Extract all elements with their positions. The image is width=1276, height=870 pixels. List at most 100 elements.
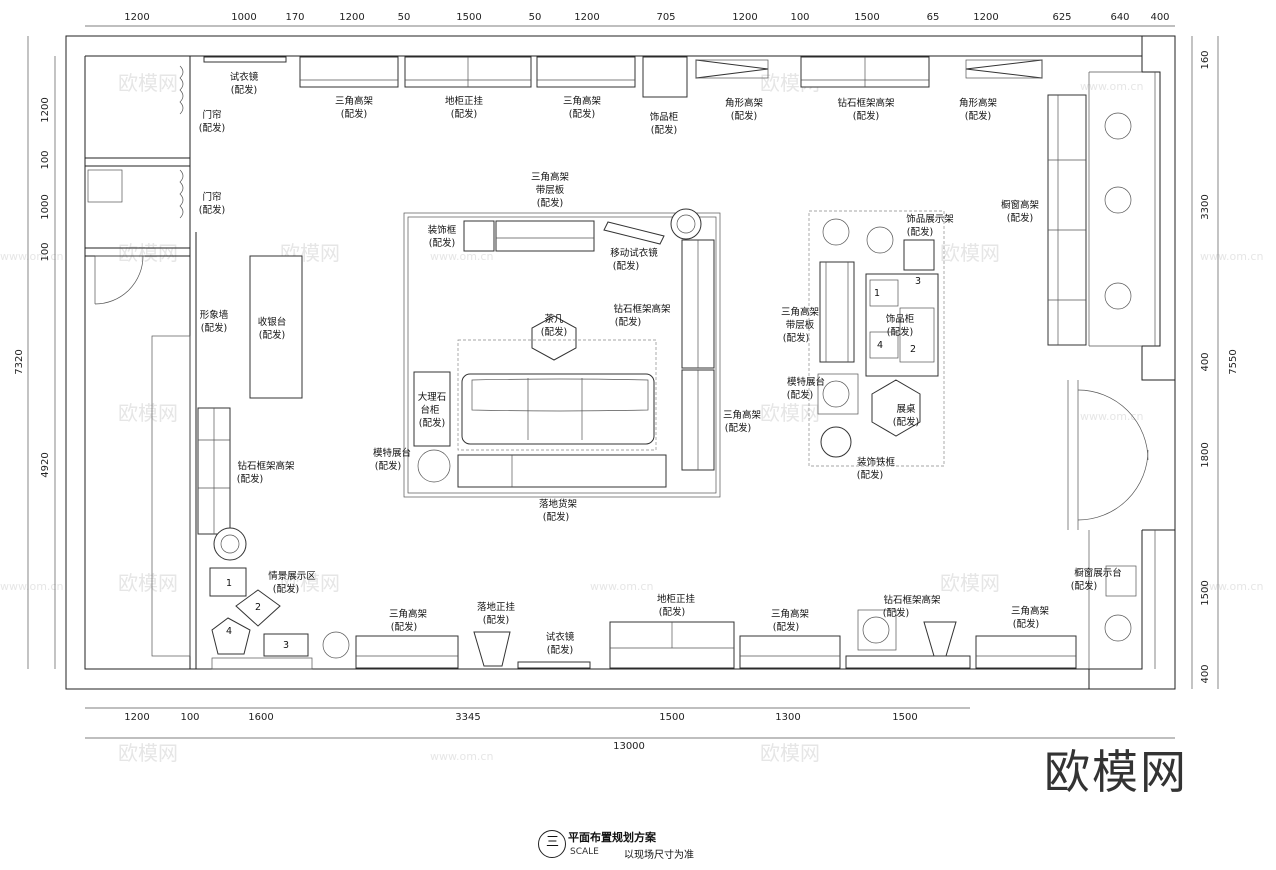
svg-text:三角高架: 三角高架 — [781, 306, 820, 318]
svg-text:1200: 1200 — [40, 97, 51, 122]
svg-text:1600: 1600 — [248, 712, 273, 723]
svg-text:三角高架: 三角高架 — [389, 608, 428, 620]
svg-text:模特展台: 模特展台 — [787, 376, 825, 388]
watermark-text: 欧模网 — [118, 71, 178, 95]
svg-text:(配发): (配发) — [201, 322, 227, 334]
watermarks: 欧模网 欧模网 欧模网 欧模网 欧模网 欧模网 欧模网 欧模网 欧模网 欧模网 … — [0, 71, 1263, 765]
watermark-text: 欧模网 — [118, 571, 178, 595]
svg-text:三角高架: 三角高架 — [531, 171, 570, 183]
title-block: 三 平面布置规划方案 SCALE 以现场尺寸为准 — [538, 829, 738, 863]
logo-watermark: 欧模网 — [1044, 745, 1188, 799]
drawing-title: 平面布置规划方案 — [568, 831, 656, 844]
svg-text:400: 400 — [1150, 12, 1169, 23]
svg-text:(配发): (配发) — [907, 226, 933, 238]
svg-text:1: 1 — [226, 578, 232, 589]
svg-text:(配发): (配发) — [569, 108, 595, 120]
svg-text:(配发): (配发) — [887, 326, 913, 338]
svg-text:门帘: 门帘 — [202, 109, 221, 121]
furniture-bottom-wall — [322, 565, 1137, 669]
svg-text:(配发): (配发) — [783, 332, 809, 344]
svg-text:(配发): (配发) — [651, 124, 677, 136]
svg-text:钻石框架高架: 钻石框架高架 — [613, 303, 671, 315]
svg-text:茶几: 茶几 — [544, 313, 564, 325]
svg-text:(配发): (配发) — [419, 417, 445, 429]
svg-text:(配发): (配发) — [375, 460, 401, 472]
svg-text:1200: 1200 — [124, 12, 149, 23]
svg-text:4920: 4920 — [40, 452, 51, 477]
svg-text:(配发): (配发) — [853, 110, 879, 122]
svg-text:三角高架: 三角高架 — [771, 608, 810, 620]
svg-text:(配发): (配发) — [537, 197, 563, 209]
svg-text:落地正挂: 落地正挂 — [477, 601, 516, 613]
svg-text:大理石: 大理石 — [418, 391, 447, 403]
watermark-url: www.om.cn — [1200, 250, 1263, 263]
svg-text:地柜正挂: 地柜正挂 — [657, 593, 696, 605]
svg-text:1000: 1000 — [40, 194, 51, 219]
svg-text:装饰铁框: 装饰铁框 — [857, 456, 896, 468]
svg-text:2: 2 — [910, 344, 916, 355]
svg-text:(配发): (配发) — [547, 644, 573, 656]
svg-text:角形高架: 角形高架 — [959, 97, 998, 109]
watermark-url: www.om.cn — [1080, 410, 1143, 423]
svg-text:1: 1 — [874, 288, 880, 299]
watermark-text: 欧模网 — [760, 401, 820, 425]
svg-text:3300: 3300 — [1200, 194, 1211, 219]
svg-text:三角高架: 三角高架 — [1011, 605, 1050, 617]
svg-text:4: 4 — [226, 626, 232, 637]
svg-text:(配发): (配发) — [391, 621, 417, 633]
svg-text:三角高架: 三角高架 — [563, 95, 602, 107]
svg-text:钻石框架高架: 钻石框架高架 — [237, 460, 295, 472]
drawing-number: 三 — [545, 835, 559, 850]
numbered-markers: 1 2 4 3 1 3 4 2 — [226, 276, 921, 651]
watermark-url: www.om.cn — [430, 750, 493, 763]
watermark-url: www.om.cn — [1080, 80, 1143, 93]
watermark-url: www.om.cn — [590, 580, 653, 593]
svg-text:台柜: 台柜 — [420, 404, 440, 416]
svg-text:1800: 1800 — [1200, 442, 1211, 467]
svg-text:1300: 1300 — [775, 712, 800, 723]
window-shelf — [1047, 94, 1087, 346]
svg-text:100: 100 — [40, 150, 51, 169]
svg-text:705: 705 — [656, 12, 675, 23]
svg-text:(配发): (配发) — [231, 84, 257, 96]
svg-text:钻石框架高架: 钻石框架高架 — [837, 97, 895, 109]
svg-text:(配发): (配发) — [1071, 580, 1097, 592]
svg-text:(配发): (配发) — [199, 122, 225, 134]
svg-text:饰品柜: 饰品柜 — [650, 111, 679, 123]
label-fitting-mirror-top: 试衣镜 — [230, 71, 259, 83]
svg-text:1500: 1500 — [854, 12, 879, 23]
furniture-left-wall — [197, 255, 313, 670]
svg-text:三角高架: 三角高架 — [335, 95, 374, 107]
svg-text:100: 100 — [790, 12, 809, 23]
svg-text:1200: 1200 — [732, 12, 757, 23]
watermark-text: 欧模网 — [280, 571, 340, 595]
svg-text:(配发): (配发) — [199, 204, 225, 216]
svg-text:落地货架: 落地货架 — [539, 498, 578, 510]
walls — [65, 35, 1176, 690]
svg-text:(配发): (配发) — [659, 606, 685, 618]
svg-text:(配发): (配发) — [483, 614, 509, 626]
svg-text:100: 100 — [180, 712, 199, 723]
watermark-text: 欧模网 — [760, 741, 820, 765]
watermark-url: www.om.cn — [1200, 580, 1263, 593]
svg-text:(配发): (配发) — [541, 326, 567, 338]
svg-text:1500: 1500 — [456, 12, 481, 23]
watermark-url: www.om.cn — [0, 580, 63, 593]
svg-text:(配发): (配发) — [725, 422, 751, 434]
svg-text:400: 400 — [1200, 664, 1211, 683]
svg-text:1500: 1500 — [1200, 580, 1211, 605]
svg-text:(配发): (配发) — [787, 389, 813, 401]
scale-note: 以现场尺寸为准 — [624, 850, 694, 861]
watermark-url: www.om.cn — [0, 250, 63, 263]
svg-text:1200: 1200 — [339, 12, 364, 23]
svg-text:4: 4 — [877, 340, 883, 351]
svg-text:饰品柜: 饰品柜 — [886, 313, 915, 325]
svg-text:2: 2 — [255, 602, 261, 613]
scale-label: SCALE — [570, 847, 599, 857]
watermark-url: www.om.cn — [430, 250, 493, 263]
watermark-text: 欧模网 — [118, 241, 178, 265]
svg-text:1000: 1000 — [231, 12, 256, 23]
svg-text:50: 50 — [398, 12, 411, 23]
svg-text:3: 3 — [915, 276, 921, 287]
